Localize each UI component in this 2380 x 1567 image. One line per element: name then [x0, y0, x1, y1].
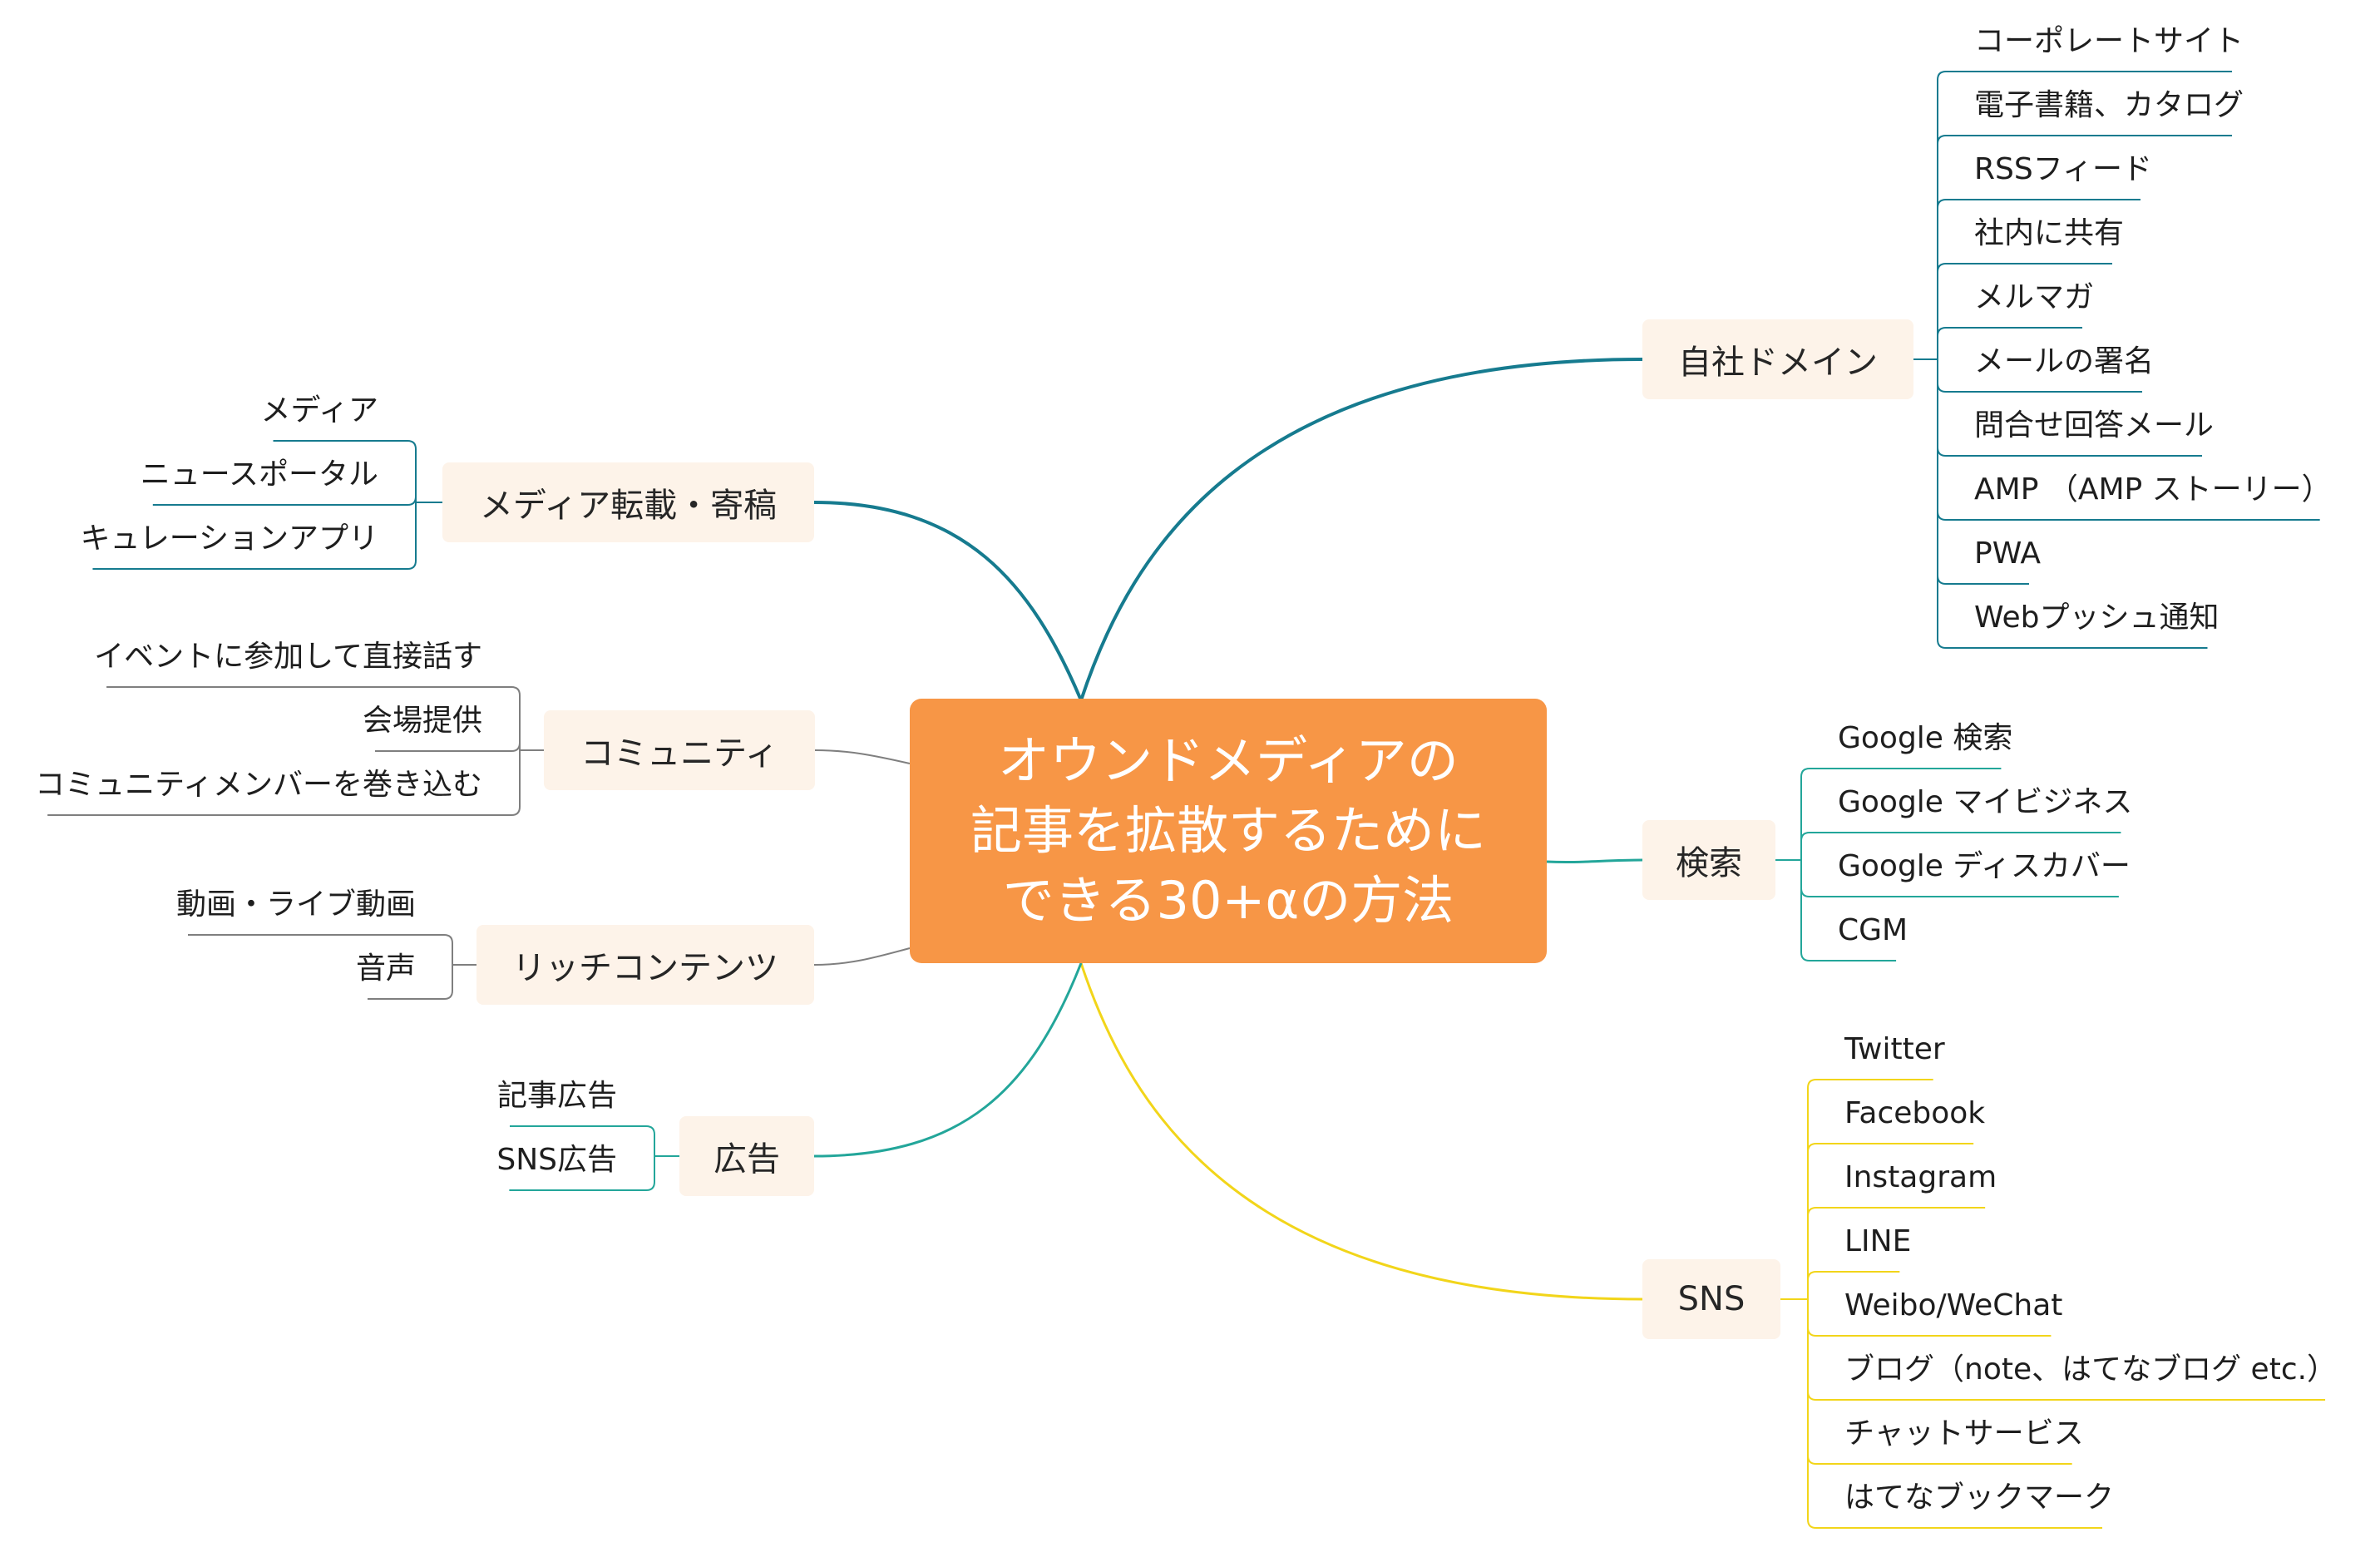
kensaku-leaf-line-0 — [1800, 768, 2002, 860]
koukoku-leaf-line-0 — [509, 1125, 655, 1156]
leaf-sns-ad[interactable]: SNS広告 — [496, 1143, 617, 1177]
curve-koukoku — [813, 962, 1083, 1158]
community-leaf-line-2 — [47, 750, 521, 816]
leaf-rss-feed[interactable]: RSSフィード — [1974, 152, 2152, 186]
sns-leaf-line-3 — [1807, 1271, 1900, 1299]
leaf-audio[interactable]: 音声 — [355, 952, 416, 986]
leaf-venue[interactable]: 会場提供 — [362, 704, 482, 738]
leaf-article-ad[interactable]: 記事広告 — [496, 1079, 617, 1113]
leaf-pwa[interactable]: PWA — [1974, 536, 2041, 571]
leaf-involve-members[interactable]: コミュニティメンバーを巻き込む — [35, 768, 482, 802]
leaf-blog[interactable]: ブログ（note、はてなブログ etc.） — [1844, 1352, 2338, 1387]
koukoku-leaf-line-1 — [509, 1156, 655, 1191]
sns-leaf-line-1 — [1807, 1143, 1974, 1299]
topic-rich-content[interactable]: リッチコンテンツ — [476, 925, 814, 1005]
leaf-internal-share[interactable]: 社内に共有 — [1974, 216, 2125, 250]
leaf-chat-service[interactable]: チャットサービス — [1844, 1416, 2084, 1451]
central-topic[interactable]: オウンドメディアの 記事を拡散するために できる30+αの方法 — [910, 699, 1547, 963]
jisha-leaf-line-9 — [1937, 359, 2208, 649]
rich-leaf-line-0 — [187, 934, 453, 965]
kensaku-leaf-line-1 — [1800, 832, 2121, 860]
media-leaf-line-2 — [92, 502, 417, 570]
media-leaf-line-1 — [152, 496, 417, 506]
curve-sns — [1079, 962, 1643, 1301]
leaf-cgm[interactable]: CGM — [1838, 913, 1908, 947]
jisha-leaf-line-1 — [1937, 135, 2233, 359]
central-topic-line-3: できる30+αの方法 — [1002, 870, 1454, 931]
leaf-corporate-site[interactable]: コーポレートサイト — [1974, 24, 2244, 58]
community-leaf-line-0 — [106, 686, 521, 750]
leaf-weibo-wechat[interactable]: Weibo/WeChat — [1844, 1288, 2063, 1322]
leaf-inquiry-reply-mail[interactable]: 問合せ回答メール — [1974, 408, 2215, 442]
sns-leaf-line-7 — [1807, 1299, 2103, 1529]
leaf-video[interactable]: 動画・ライブ動画 — [175, 887, 416, 922]
curve-community — [814, 749, 911, 764]
central-topic-line-2: 記事を拡散するために — [970, 800, 1486, 861]
leaf-facebook[interactable]: Facebook — [1844, 1096, 1986, 1130]
rich-leaf-line-1 — [367, 965, 453, 1000]
kensaku-leaf-line-3 — [1800, 860, 1897, 961]
leaf-amp[interactable]: AMP （AMP ストーリー） — [1974, 472, 2332, 507]
leaf-media[interactable]: メディア — [260, 393, 378, 428]
leaf-line[interactable]: LINE — [1844, 1224, 1912, 1258]
sns-leaf-line-0 — [1807, 1079, 1933, 1299]
leaf-hatena-bookmark[interactable]: はてなブックマーク — [1844, 1480, 2115, 1515]
leaf-google-mybusiness[interactable]: Google マイビジネス — [1838, 785, 2133, 819]
leaf-instagram[interactable]: Instagram — [1844, 1160, 1997, 1194]
topic-sns[interactable]: SNS — [1642, 1259, 1780, 1339]
curve-rich — [813, 947, 911, 966]
leaf-web-push[interactable]: Webプッシュ通知 — [1974, 601, 2220, 635]
leaf-ebook-catalog[interactable]: 電子書籍、カタログ — [1974, 88, 2244, 122]
leaf-mail-magazine[interactable]: メルマガ — [1974, 280, 2095, 314]
jisha-leaf-line-3 — [1937, 263, 2113, 359]
leaf-twitter[interactable]: Twitter — [1844, 1032, 1945, 1066]
leaf-news-portal[interactable]: ニュースポータル — [140, 457, 378, 492]
topic-community[interactable]: コミュニティ — [544, 710, 815, 790]
topic-jisha-domain[interactable]: 自社ドメイン — [1642, 319, 1913, 399]
jisha-leaf-line-4 — [1937, 327, 2083, 359]
leaf-google-search[interactable]: Google 検索 — [1838, 721, 2013, 755]
leaf-curation-app[interactable]: キュレーションアプリ — [80, 522, 378, 556]
leaf-google-discover[interactable]: Google ディスカバー — [1838, 849, 2131, 883]
community-leaf-line-1 — [374, 742, 521, 752]
central-topic-line-1: オウンドメディアの — [998, 730, 1459, 791]
leaf-event-talk[interactable]: イベントに参加して直接話す — [94, 640, 482, 674]
sns-leaf-line-2 — [1807, 1207, 1986, 1299]
jisha-leaf-line-2 — [1937, 199, 2141, 359]
curve-media — [813, 501, 1083, 701]
leaf-mail-signature[interactable]: メールの署名 — [1974, 344, 2155, 378]
curve-kensaku — [1546, 858, 1643, 864]
curve-jisha — [1079, 358, 1643, 701]
media-leaf-line-0 — [273, 440, 417, 502]
topic-koukoku[interactable]: 広告 — [679, 1116, 814, 1196]
topic-media-tensai[interactable]: メディア転載・寄稿 — [442, 462, 814, 542]
jisha-leaf-line-0 — [1937, 71, 2233, 359]
topic-kensaku[interactable]: 検索 — [1642, 820, 1775, 900]
